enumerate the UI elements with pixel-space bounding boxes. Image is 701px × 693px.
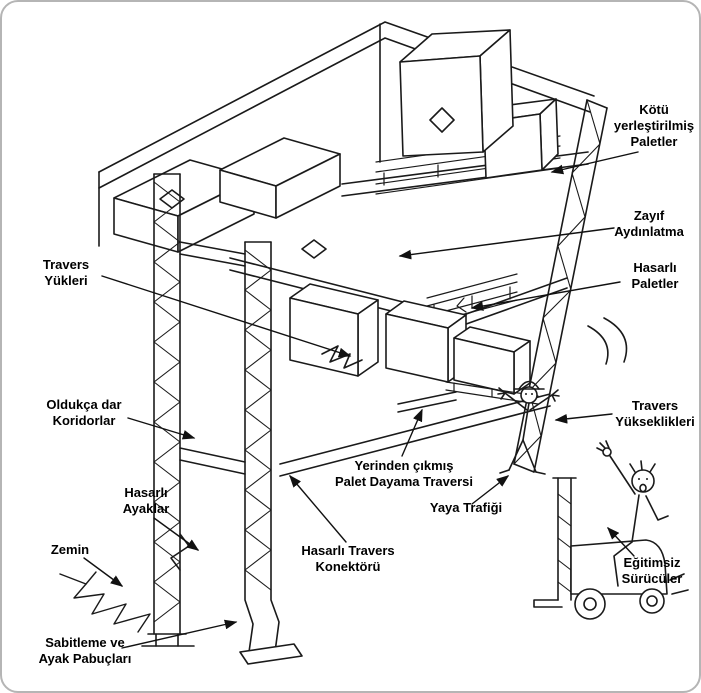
lower-beams [179, 241, 551, 477]
label-pedestrian-traffic: Yaya Trafiği [429, 500, 503, 515]
label-damaged-legs: Hasarlı Ayaklar [122, 485, 170, 516]
forklift-driver-figure [533, 317, 689, 620]
pedestrian-figure [497, 380, 560, 475]
floor-crack [59, 571, 151, 633]
rack-top-frame [98, 21, 608, 247]
label-beam-heights: Travers Yükseklikleri [615, 398, 695, 429]
label-poorly-placed-pallets: Kötü yerleştirilmiş Paletler [613, 102, 695, 149]
top-left-boxes [113, 137, 341, 253]
label-anchoring-foot-plates: Sabitleme ve Ayak Pabuçları [38, 635, 132, 666]
label-dislodged-pallet-support-beam: Yerinden çıkmış Palet Dayama Traversi [334, 458, 474, 489]
label-floor: Zemin [50, 542, 90, 557]
upright-column-middle [239, 241, 303, 665]
label-damaged-beam-connector: Hasarlı Travers Konektörü [301, 543, 395, 574]
label-narrow-aisles: Oldukça dar Koridorlar [46, 397, 122, 428]
mid-boxes [289, 283, 531, 395]
label-beam-loads: Travers Yükleri [42, 257, 90, 288]
dislodged-traverse [321, 345, 457, 413]
label-untrained-drivers: Eğitimsiz Sürücüler [621, 555, 683, 586]
top-pallet-and-boxes [375, 29, 561, 195]
upright-column-left [141, 173, 195, 647]
label-damaged-pallets: Hasarlı Paletler [631, 260, 679, 291]
leader-arrows [83, 151, 639, 649]
label-poor-lighting: Zayıf Aydınlatma [614, 208, 684, 239]
